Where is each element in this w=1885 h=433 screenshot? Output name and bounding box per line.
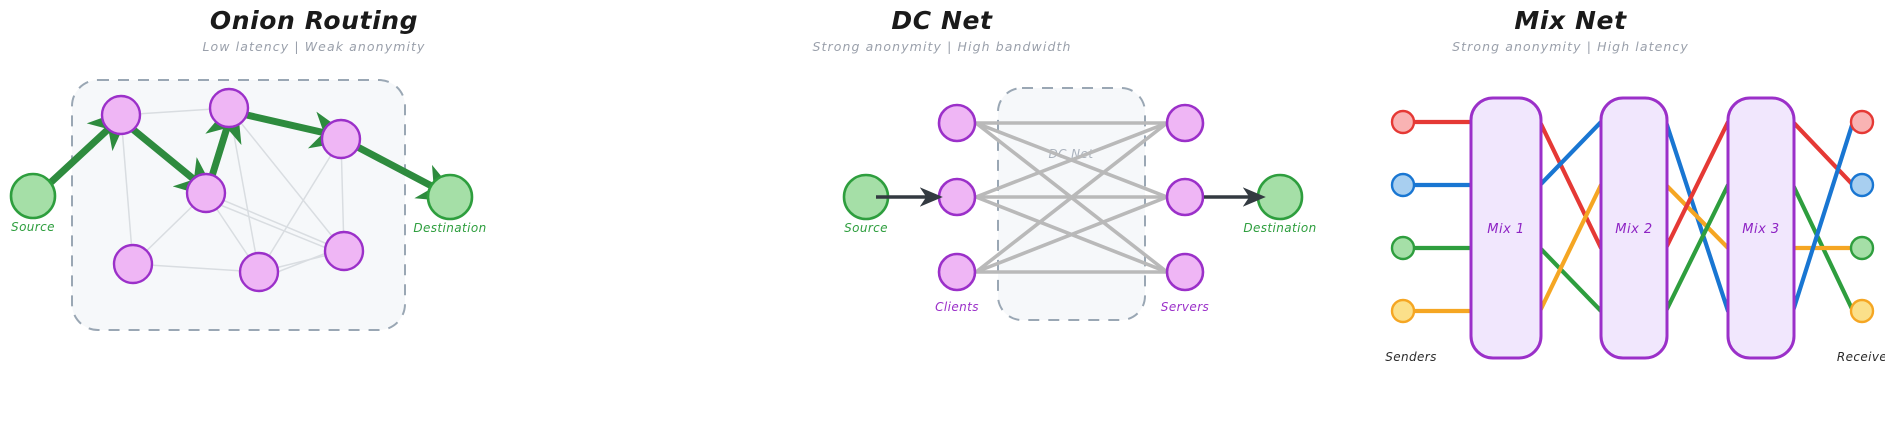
- onion-route-path: [31, 96, 463, 203]
- flow-red: [1663, 119, 1731, 251]
- flow-blue: [1790, 119, 1856, 314]
- onion-routing-graph: Source Destination: [9, 79, 486, 331]
- destination-label: Destination: [1243, 221, 1316, 235]
- server-node[interactable]: [1165, 103, 1205, 143]
- destination-label: Destination: [413, 221, 486, 235]
- panel-dc-net: DC Net Strong anonymity | High bandwidth…: [628, 0, 1316, 433]
- flow-green: [1537, 245, 1604, 314]
- dcnet-client-nodes: [937, 103, 977, 292]
- relay-node[interactable]: [100, 94, 142, 136]
- sender-node-green[interactable]: [1390, 235, 1416, 261]
- relay-node[interactable]: [320, 118, 362, 160]
- mix-box-label: Mix 3: [1742, 222, 1779, 237]
- servers-group-label: Servers: [1161, 300, 1209, 314]
- server-node[interactable]: [1165, 252, 1205, 292]
- relay-node[interactable]: [112, 243, 154, 285]
- flow-green: [1663, 182, 1731, 314]
- mix-box-label: Mix 1: [1487, 222, 1524, 237]
- dcnet-edges: [974, 121, 1169, 274]
- relay-node[interactable]: [323, 230, 365, 272]
- client-node[interactable]: [937, 177, 977, 217]
- receiver-nodes: [1849, 109, 1875, 324]
- receiver-node-red[interactable]: [1849, 109, 1875, 135]
- flow-red: [1790, 119, 1856, 188]
- flow-red: [1537, 119, 1604, 251]
- panel-onion-routing: Onion Routing Low latency | Weak anonymi…: [0, 0, 628, 433]
- flow-blue: [1537, 119, 1604, 188]
- clients-group-label: Clients: [935, 300, 979, 314]
- receiver-node-blue[interactable]: [1849, 172, 1875, 198]
- sender-nodes: [1390, 109, 1416, 324]
- receiver-node-green[interactable]: [1849, 235, 1875, 261]
- flow-orange: [1537, 182, 1604, 314]
- mix-box[interactable]: [1469, 96, 1543, 360]
- mix-boxes: Mix 1 Mix 2 Mix 3: [1469, 96, 1796, 360]
- source-node[interactable]: [9, 172, 57, 220]
- sender-node-red[interactable]: [1390, 109, 1416, 135]
- mix-box[interactable]: [1726, 96, 1796, 360]
- panel-mix-net: Mix Net Strong anonymity | High latency: [1256, 0, 1885, 433]
- receiver-node-orange[interactable]: [1849, 298, 1875, 324]
- sender-node-blue[interactable]: [1390, 172, 1416, 198]
- client-node[interactable]: [937, 252, 977, 292]
- mix-box[interactable]: [1599, 96, 1669, 360]
- relay-node[interactable]: [185, 172, 227, 214]
- mix-box-label: Mix 2: [1615, 222, 1652, 237]
- mix-net-graph: Mix 1 Mix 2 Mix 3 Senders Rec: [1385, 96, 1885, 364]
- relay-nodes: [100, 87, 365, 293]
- relay-node[interactable]: [208, 87, 250, 129]
- source-label: Source: [844, 221, 888, 235]
- senders-label: Senders: [1385, 350, 1437, 364]
- sender-node-orange[interactable]: [1390, 298, 1416, 324]
- panel-title-mixnet: Mix Net: [1514, 6, 1627, 35]
- dc-net-graph: DC Net Clients: [842, 87, 1316, 321]
- panel-title-dcnet: DC Net: [891, 6, 993, 35]
- panel-subtitle-onion: Low latency | Weak anonymity: [202, 39, 426, 54]
- relay-node[interactable]: [238, 251, 280, 293]
- panel-title-onion: Onion Routing: [209, 6, 419, 35]
- destination-node[interactable]: [426, 173, 474, 221]
- mixnet-flows: [1409, 119, 1856, 314]
- panel-subtitle-dcnet: Strong anonymity | High bandwidth: [812, 39, 1072, 54]
- receivers-label: Receivers: [1837, 350, 1885, 364]
- source-label: Source: [11, 220, 55, 234]
- dcnet-server-nodes: [1165, 103, 1205, 292]
- panel-subtitle-mixnet: Strong anonymity | High latency: [1452, 39, 1689, 54]
- flow-orange: [1663, 182, 1731, 251]
- server-node[interactable]: [1165, 177, 1205, 217]
- client-node[interactable]: [937, 103, 977, 143]
